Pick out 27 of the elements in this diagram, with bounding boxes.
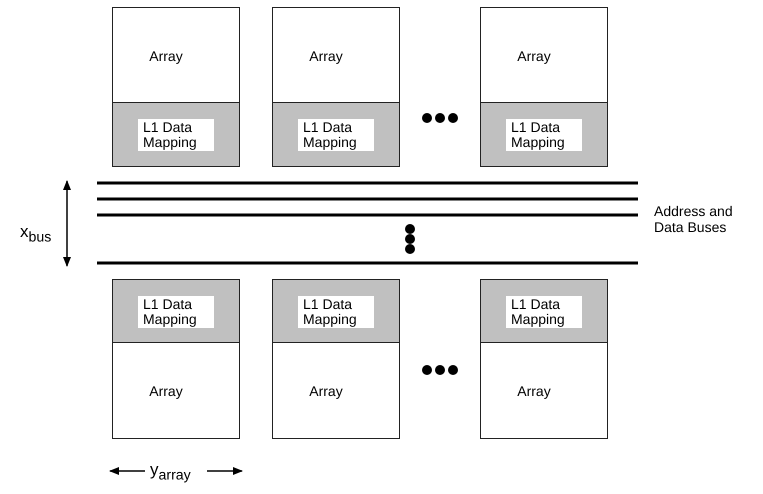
data-mapping-block bbox=[480, 279, 608, 344]
array-block bbox=[272, 342, 400, 439]
array-block bbox=[480, 342, 608, 439]
dimension-label: y$_{array}$ bbox=[150, 462, 191, 484]
array-block bbox=[272, 7, 400, 104]
data-mapping-block bbox=[272, 102, 400, 167]
block-label: L1 Data Mapping bbox=[138, 296, 214, 328]
block-label: Array bbox=[517, 48, 551, 64]
array-block bbox=[112, 7, 240, 104]
data-mapping-block bbox=[480, 102, 608, 167]
data-mapping-block bbox=[112, 279, 240, 344]
bus-label: Address and Data Buses bbox=[654, 203, 734, 235]
data-mapping-block bbox=[112, 102, 240, 167]
block-label: Array bbox=[309, 48, 343, 64]
block-label: L1 Data Mapping bbox=[506, 118, 582, 150]
array-block bbox=[112, 342, 240, 439]
block-label: Array bbox=[149, 382, 183, 398]
block-label: L1 Data Mapping bbox=[138, 118, 214, 150]
dimension-label: x$_{bus}$ bbox=[20, 224, 52, 246]
block-label: Array bbox=[149, 48, 183, 64]
block-label: Array bbox=[309, 382, 343, 398]
block-label: Array bbox=[517, 382, 551, 398]
block-label: L1 Data Mapping bbox=[506, 296, 582, 328]
block-label: L1 Data Mapping bbox=[298, 296, 374, 328]
data-mapping-block bbox=[272, 279, 400, 344]
array-block bbox=[480, 7, 608, 104]
block-label: L1 Data Mapping bbox=[298, 118, 374, 150]
